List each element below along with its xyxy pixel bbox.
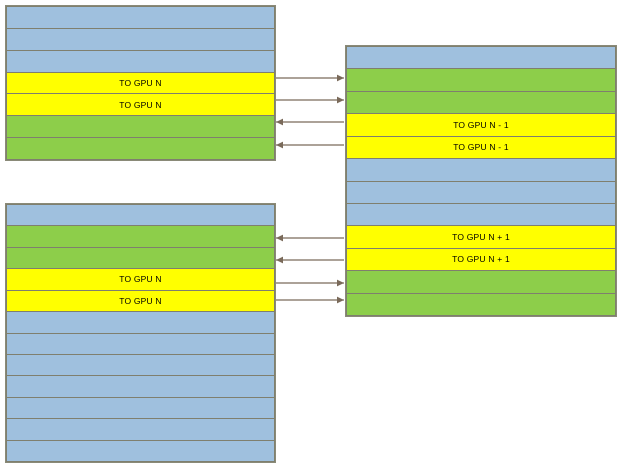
row-label: TO GPU N	[119, 274, 162, 285]
right-block: TO GPU N - 1 TO GPU N - 1 TO GPU N + 1 TO G…	[345, 45, 617, 317]
memory-row	[6, 375, 275, 398]
arrow-head-icon	[276, 234, 283, 242]
memory-row	[6, 6, 275, 29]
memory-row	[346, 90, 616, 115]
row-label: TO GPU N	[119, 99, 162, 110]
memory-row	[346, 202, 616, 227]
memory-row	[346, 46, 616, 70]
memory-row: TO GPU N - 1	[346, 113, 616, 137]
memory-row	[6, 204, 275, 227]
arrow-head-icon	[276, 256, 283, 264]
arrow-topleft-yellow1-to-right-green1	[276, 74, 344, 82]
arrow-head-icon	[337, 74, 344, 82]
arrow-topleft-yellow2-to-right-green2	[276, 96, 344, 104]
memory-row	[6, 353, 275, 377]
arrow-bottomleft-yellow2-to-right-green4	[276, 296, 344, 304]
arrow-bottomleft-yellow1-to-right-green3	[276, 279, 344, 287]
arrow-right-yellow-n-plus-1a-to-bottomleft-green1	[276, 234, 344, 242]
row-label: TO GPU N	[119, 77, 162, 88]
memory-row	[6, 396, 275, 420]
arrow-head-icon	[276, 141, 283, 149]
memory-row	[346, 180, 616, 204]
memory-row: TO GPU N	[6, 289, 275, 313]
memory-row: TO GPU N	[6, 71, 275, 95]
memory-row	[346, 270, 616, 294]
row-label: TO GPU N	[119, 295, 162, 306]
memory-row	[6, 115, 275, 139]
memory-row	[6, 225, 275, 248]
arrow-head-icon	[337, 296, 344, 304]
row-label: TO GPU N + 1	[452, 231, 510, 242]
arrow-right-yellow-n-minus-1b-to-topleft-green2	[276, 141, 344, 149]
memory-row: TO GPU N + 1	[346, 225, 616, 249]
bottom-left-block: TO GPU N TO GPU N	[5, 203, 276, 463]
memory-row	[6, 418, 275, 441]
memory-row	[6, 439, 275, 463]
arrow-head-icon	[337, 96, 344, 104]
top-left-block: TO GPU N TO GPU N	[5, 5, 276, 161]
memory-row	[6, 27, 275, 51]
memory-row: TO GPU N + 1	[346, 247, 616, 272]
memory-row	[6, 49, 275, 73]
arrow-head-icon	[276, 118, 283, 126]
memory-row	[6, 332, 275, 355]
row-label: TO GPU N - 1	[453, 142, 509, 153]
row-label: TO GPU N - 1	[453, 119, 509, 130]
arrow-right-yellow-n-minus-1a-to-topleft-green1	[276, 118, 344, 126]
memory-row: TO GPU N - 1	[346, 135, 616, 160]
memory-row	[346, 158, 616, 182]
row-label: TO GPU N + 1	[452, 254, 510, 265]
memory-row	[346, 68, 616, 92]
memory-row	[6, 137, 275, 161]
memory-row	[6, 246, 275, 270]
memory-row	[6, 311, 275, 334]
memory-row: TO GPU N	[6, 93, 275, 117]
arrow-head-icon	[337, 279, 344, 287]
arrow-right-yellow-n-plus-1b-to-bottomleft-green2	[276, 256, 344, 264]
memory-row	[346, 292, 616, 317]
memory-row: TO GPU N	[6, 268, 275, 291]
